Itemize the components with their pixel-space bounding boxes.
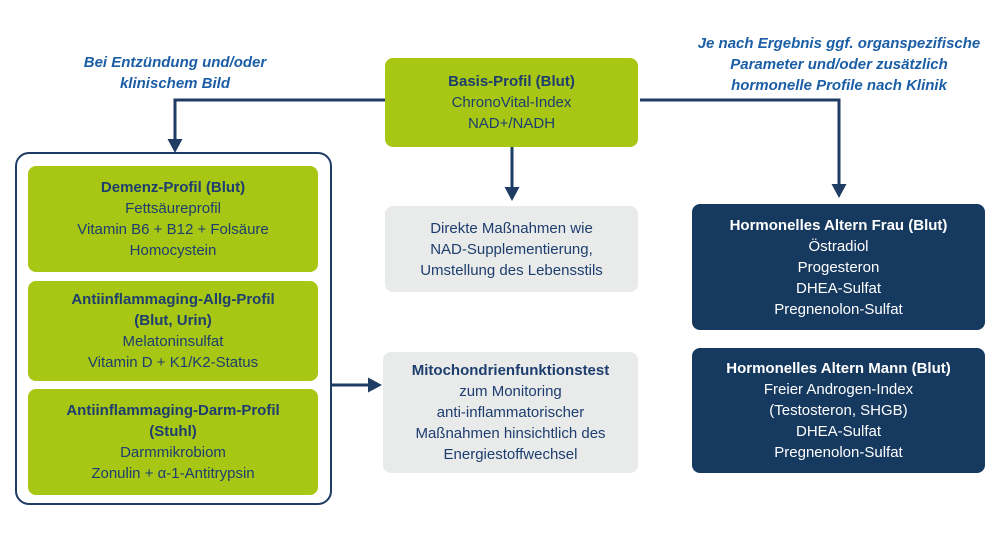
box-title: Antiinflammaging-Allg-Profil: [71, 291, 275, 308]
box-line: DHEA-Sulfat: [795, 423, 882, 440]
box-line: NAD+/NADH: [467, 115, 556, 132]
arrowhead-down-center: [504, 187, 520, 201]
box-hormonelles-altern-mann: Hormonelles Altern Mann (Blut) Freier An…: [692, 348, 985, 473]
box-line: ChronoVital-Index: [451, 94, 572, 111]
arrowhead-down-left: [167, 139, 183, 153]
box-line: Homocystein: [129, 242, 217, 259]
box-line: NAD-Supplementierung,: [430, 240, 593, 258]
box-line: (Testosteron, SHGB): [769, 402, 908, 419]
box-line: Energiestoffwechsel: [443, 446, 578, 463]
box-line: Vitamin B6 + B12 + Folsäure: [77, 221, 269, 238]
box-line: Vitamin D + K1/K2-Status: [87, 354, 259, 371]
box-title: Hormonelles Altern Frau (Blut): [729, 216, 948, 234]
box-title: Antiinflammaging-Darm-Profil: [66, 402, 280, 419]
box-line: Maßnahmen hinsichtlich des: [415, 425, 606, 442]
annotation-line: klinischem Bild: [119, 75, 231, 92]
box-title: (Stuhl): [149, 423, 197, 440]
box-title: (Blut, Urin): [134, 312, 212, 329]
arrow-basis-to-hormone: [640, 98, 841, 186]
box-demenz-profil: Demenz-Profil (Blut) Fettsäureprofil Vit…: [28, 166, 318, 272]
annotation-line: Parameter und/oder zusätzlich: [730, 56, 948, 73]
arrowhead-right: [368, 377, 382, 393]
box-line: anti-inflammatorischer: [436, 404, 585, 421]
box-hormonelles-altern-frau: Hormonelles Altern Frau (Blut) Östradiol…: [692, 204, 985, 330]
box-line: Darmmikrobiom: [120, 444, 226, 461]
box-line: Östradiol: [808, 237, 869, 255]
box-basis-profil: Basis-Profil (Blut) ChronoVital-Index NA…: [385, 58, 638, 147]
annotation-line: Je nach Ergebnis ggf. organspezifische: [697, 35, 981, 52]
box-antiinflammaging-allg-profil: Antiinflammaging-Allg-Profil (Blut, Urin…: [28, 281, 318, 381]
box-line: Pregnenolon-Sulfat: [774, 300, 903, 318]
box-title: Demenz-Profil (Blut): [100, 179, 246, 196]
box-line: Melatoninsulfat: [122, 333, 224, 350]
box-title: Mitochondrienfunktionstest: [411, 362, 610, 379]
box-mitochondrienfunktionstest: Mitochondrienfunktionstest zum Monitorin…: [383, 352, 638, 473]
box-line: Fettsäureprofil: [125, 200, 221, 217]
annotation-inflammation: Bei Entzündung und/oder klinischem Bild: [50, 52, 300, 94]
annotation-organ-specific: Je nach Ergebnis ggf. organspezifische P…: [688, 33, 990, 96]
box-line: Freier Androgen-Index: [763, 381, 914, 398]
box-line: Umstellung des Lebensstils: [420, 261, 603, 279]
box-antiinflammaging-darm-profil: Antiinflammaging-Darm-Profil (Stuhl) Dar…: [28, 389, 318, 495]
arrow-basis-to-inflammation-group: [173, 98, 385, 141]
annotation-line: Bei Entzündung und/oder: [83, 54, 267, 71]
arrowhead-down-right: [831, 184, 847, 198]
annotation-line: hormonelle Profile nach Klinik: [731, 77, 947, 94]
box-title: Hormonelles Altern Mann (Blut): [726, 360, 951, 377]
box-line: Zonulin + α-1-Antitrypsin: [91, 465, 255, 482]
box-line: DHEA-Sulfat: [795, 279, 882, 297]
box-direkte-massnahmen: Direkte Maßnahmen wie NAD-Supplementieru…: [385, 206, 638, 292]
box-line: Progesteron: [797, 258, 880, 276]
box-line: Direkte Maßnahmen wie: [430, 219, 593, 237]
box-title: Basis-Profil (Blut): [448, 73, 575, 90]
box-line: Pregnenolon-Sulfat: [774, 444, 903, 461]
box-line: zum Monitoring: [459, 383, 562, 400]
